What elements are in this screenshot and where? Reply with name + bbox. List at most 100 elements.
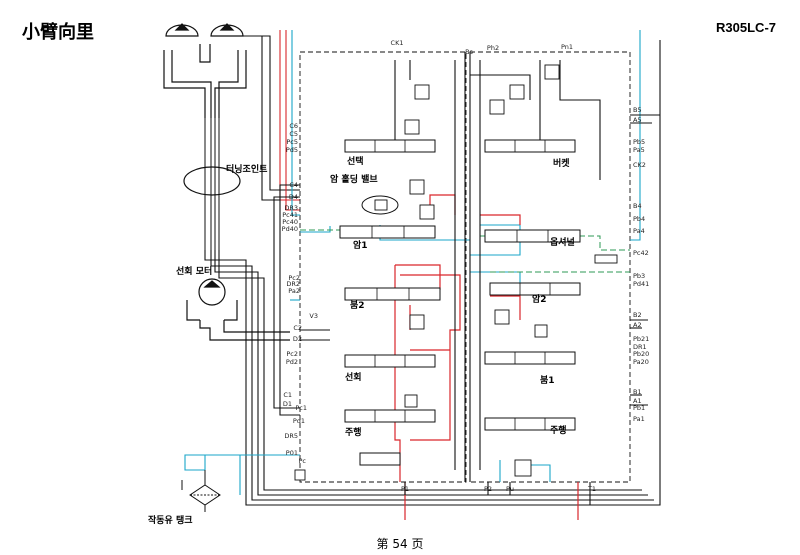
port-right-label: Pb3: [633, 272, 645, 280]
ports-left: C6C5Pc5Pd5C4D4DR3Pc41Pc40Pd40Pc2DR2Pa2V3…: [282, 122, 318, 465]
center-joint-label: 터닝조인트: [226, 163, 268, 175]
page-number: 第 54 页: [376, 537, 424, 551]
port-right-label: A5: [633, 116, 642, 124]
port-left-label: D4: [289, 193, 298, 201]
port-left-label: C1: [283, 391, 292, 399]
port-right-label: Pa5: [633, 146, 645, 154]
port-left-label: Pa2: [288, 287, 300, 295]
port-bottom-label: P2: [484, 485, 492, 493]
port-left-label: V3: [309, 312, 318, 320]
spool-divisions-right: [514, 140, 551, 430]
spool-bucket: [484, 139, 576, 153]
port-left-label: DR3: [284, 204, 298, 212]
port-right-label: Pa20: [633, 358, 649, 366]
port-right-label: Pb1: [633, 404, 645, 412]
port-right-label: Pb20: [633, 350, 649, 358]
arm-holding-valve-marker: [361, 195, 399, 215]
port-left-label: C6: [289, 122, 298, 130]
port-left-label: C5: [289, 130, 298, 138]
port-top-label: Bs: [465, 48, 473, 56]
port-right-label: DR1: [633, 343, 647, 351]
swing-motor: [186, 278, 290, 341]
port-right-label: B1: [633, 388, 642, 396]
ports-right: B5A5Pb5Pa5CK2B4Pb4Pa4Pc42Pb3Pd41B2A2Pb21…: [633, 106, 649, 423]
spool-travel-right-label: 주행: [550, 424, 567, 436]
port-left-label: D1: [283, 400, 292, 408]
port-right-label: Pb21: [633, 335, 649, 343]
port-left-label: D2: [293, 335, 302, 343]
main-passages: [273, 52, 660, 505]
spool-travel-right: [484, 417, 576, 431]
port-left-label: C2: [293, 324, 302, 332]
port-left-label: Pd40: [282, 225, 298, 233]
spool-arm2-label: 암2: [532, 293, 547, 305]
port-right-label: A1: [633, 397, 642, 405]
port-right-label: B5: [633, 106, 642, 114]
port-top-label: Ph2: [487, 44, 499, 52]
port-bottom-label: T1: [587, 485, 596, 493]
spool-straight-travel: [359, 452, 401, 466]
spool-option: [484, 229, 581, 243]
arm-holding-valve-label: 암 홀딩 밸브: [330, 173, 378, 185]
center-joint-lines: [204, 118, 220, 250]
spool-travel-left-label: 주행: [345, 426, 362, 438]
port-top-label: Pn1: [561, 43, 573, 51]
port-right-label: Pc42: [633, 249, 649, 257]
spool-swing-label: 선회: [345, 371, 362, 383]
model-number: R305LC-7: [716, 20, 776, 35]
spool-arm2: [489, 282, 581, 296]
port-left-label: Pc2: [288, 274, 300, 282]
ports-bottom: P1 P2 Pu T1: [401, 485, 596, 493]
spool-boom2: [344, 287, 441, 301]
port-left-label: Pc41: [282, 211, 298, 219]
left-trunk-lines: [204, 35, 661, 506]
port-top-label: CK1: [391, 39, 404, 47]
port-right-label: Pb5: [633, 138, 645, 146]
port-left-label: Pd5: [286, 146, 298, 154]
travel-motors: [163, 23, 247, 118]
swing-motor-label: 선회 모터: [176, 265, 212, 277]
port-left-label: Pc2: [286, 350, 298, 358]
spool-swing-top: [344, 139, 436, 153]
port-right-label: A2: [633, 321, 642, 329]
port-left-label: Pc40: [282, 218, 298, 226]
spool-option-label: 옵셔널: [550, 236, 575, 248]
hydraulic-tank-label: 작동유 탱크: [148, 514, 193, 526]
spool-divisions-left: [371, 140, 410, 422]
port-bottom-label: Pu: [506, 485, 514, 493]
port-left-label: Pd1: [293, 417, 305, 425]
port-right-label: Pa4: [633, 227, 645, 235]
port-right-label: B4: [633, 202, 642, 210]
center-joint: [183, 166, 241, 196]
spools-right: [484, 139, 581, 431]
port-left-label: Pc5: [286, 138, 298, 146]
spool-boom2-label: 붐2: [350, 300, 365, 311]
spool-bucket-label: 버켓: [553, 157, 570, 169]
port-right-label: Pa1: [633, 415, 645, 423]
spool-travel-left: [344, 409, 436, 423]
port-left-label: C4: [289, 181, 298, 189]
port-left-label: Pc1: [295, 404, 307, 412]
spool-swing-top-label: 선택: [347, 155, 364, 167]
port-bottom-label: P1: [401, 485, 409, 493]
port-left-label: P01: [286, 449, 298, 457]
port-right-label: Pd41: [633, 280, 649, 288]
port-right-label: B2: [633, 311, 642, 319]
port-left-label: Pc: [299, 457, 307, 465]
spool-arm1: [339, 225, 436, 239]
spool-boom1-label: 붐1: [540, 375, 555, 386]
spool-swing: [344, 354, 436, 368]
hydraulic-tank-filter: [181, 470, 221, 512]
port-right-label: Pb4: [633, 215, 645, 223]
port-left-label: DR5: [284, 432, 298, 440]
valve-symbols: [294, 64, 618, 481]
page-title: 小臂向里: [22, 22, 94, 43]
port-left-label: DR2: [286, 280, 300, 288]
spool-boom1: [484, 351, 576, 365]
spool-arm1-label: 암1: [353, 239, 368, 251]
port-left-label: Pd2: [286, 358, 298, 366]
spools-left: [339, 139, 441, 466]
port-right-label: CK2: [633, 161, 646, 169]
